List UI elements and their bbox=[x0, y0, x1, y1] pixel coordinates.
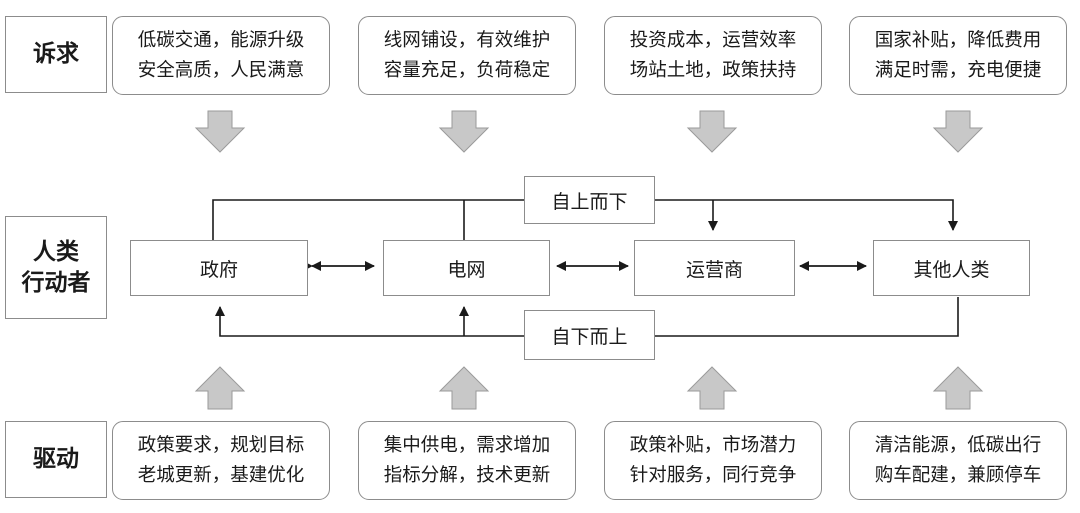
demand-text: 投资成本，运营效率 bbox=[629, 29, 797, 51]
driver-arrow-2 bbox=[438, 366, 490, 410]
demand-box-others: 国家补贴，降低费用 满足时需，充电便捷 bbox=[849, 16, 1067, 95]
driver-text: 老城更新，基建优化 bbox=[137, 464, 305, 486]
driver-box-grid: 集中供电，需求增加 指标分解，技术更新 bbox=[358, 421, 576, 500]
demand-text: 场站土地，政策扶持 bbox=[629, 59, 797, 81]
row-label-drivers: 驱动 bbox=[5, 421, 107, 498]
demand-arrow-4 bbox=[932, 110, 984, 153]
driver-text: 指标分解，技术更新 bbox=[383, 464, 551, 486]
flow-label-bottom-up-text: 自下而上 bbox=[551, 325, 628, 348]
demand-text: 国家补贴，降低费用 bbox=[874, 29, 1042, 51]
flow-label-top-down-text: 自上而下 bbox=[551, 190, 628, 213]
driver-box-operator: 政策补贴，市场潜力 针对服务，同行竞争 bbox=[604, 421, 822, 500]
demand-text: 满足时需，充电便捷 bbox=[874, 59, 1042, 81]
demand-box-government: 低碳交通，能源升级 安全高质，人民满意 bbox=[112, 16, 330, 95]
driver-text: 针对服务，同行竞争 bbox=[629, 464, 797, 486]
actor-label: 其他人类 bbox=[913, 258, 990, 281]
bottom-up-line bbox=[655, 297, 959, 337]
demand-arrow-2 bbox=[438, 110, 490, 153]
row-label-actors: 人类 行动者 bbox=[5, 216, 107, 319]
driver-text: 集中供电，需求增加 bbox=[383, 434, 551, 456]
row-label-demands-text: 诉求 bbox=[33, 41, 79, 67]
driver-arrow-3 bbox=[686, 366, 738, 410]
row-label-drivers-text: 驱动 bbox=[33, 446, 79, 472]
actor-government: 政府 bbox=[130, 240, 308, 296]
row-label-actors-line1: 人类 bbox=[33, 238, 79, 265]
actor-operator: 运营商 bbox=[634, 240, 795, 296]
demand-arrow-1 bbox=[194, 110, 246, 153]
driver-arrow-1 bbox=[194, 366, 246, 410]
flow-label-bottom-up: 自下而上 bbox=[524, 310, 655, 360]
demand-text: 容量充足，负荷稳定 bbox=[383, 59, 551, 81]
driver-text: 政策要求，规划目标 bbox=[137, 434, 305, 456]
driver-text: 购车配建，兼顾停车 bbox=[874, 464, 1042, 486]
driver-box-others: 清洁能源，低碳出行 购车配建，兼顾停车 bbox=[849, 421, 1067, 500]
flow-label-top-down: 自上而下 bbox=[524, 176, 655, 224]
actor-label: 运营商 bbox=[685, 258, 743, 281]
demand-text: 低碳交通，能源升级 bbox=[137, 29, 305, 51]
actor-grid: 电网 bbox=[383, 240, 550, 296]
actor-label: 电网 bbox=[447, 258, 486, 281]
driver-text: 政策补贴，市场潜力 bbox=[629, 434, 797, 456]
demand-text: 安全高质，人民满意 bbox=[137, 59, 305, 81]
top-down-line bbox=[212, 199, 524, 240]
actor-label: 政府 bbox=[199, 258, 238, 281]
demand-box-grid: 线网铺设，有效维护 容量充足，负荷稳定 bbox=[358, 16, 576, 95]
driver-arrow-4 bbox=[932, 366, 984, 410]
row-label-actors-line2: 行动者 bbox=[21, 269, 91, 296]
driver-text: 清洁能源，低碳出行 bbox=[874, 434, 1042, 456]
actor-others: 其他人类 bbox=[873, 240, 1030, 296]
demand-arrow-3 bbox=[686, 110, 738, 153]
driver-box-government: 政策要求，规划目标 老城更新，基建优化 bbox=[112, 421, 330, 500]
demand-box-operator: 投资成本，运营效率 场站土地，政策扶持 bbox=[604, 16, 822, 95]
demand-text: 线网铺设，有效维护 bbox=[383, 29, 551, 51]
row-label-demands: 诉求 bbox=[5, 16, 107, 93]
